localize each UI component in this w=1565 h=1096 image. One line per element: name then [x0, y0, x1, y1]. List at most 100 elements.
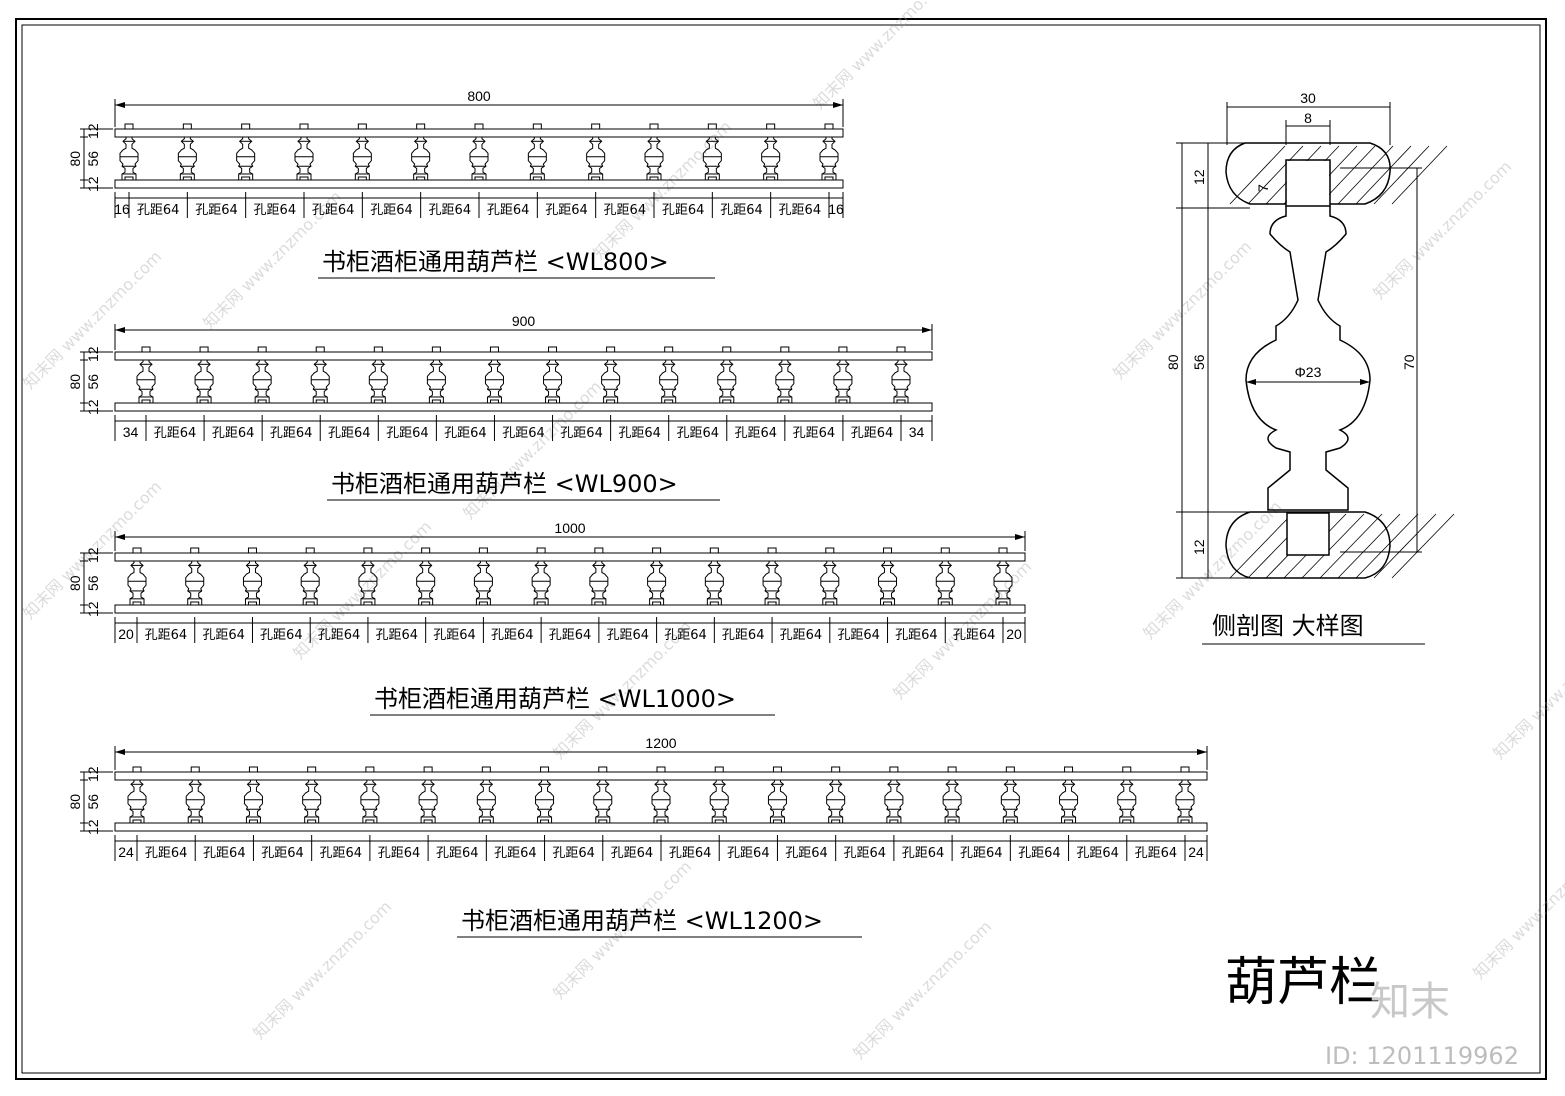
peg — [315, 346, 325, 353]
peg — [940, 601, 950, 606]
width-inner-label: 8 — [1304, 110, 1312, 126]
baluster-outline — [358, 560, 378, 606]
baluster — [426, 359, 446, 404]
baluster-outline — [416, 560, 436, 606]
baluster — [127, 560, 147, 606]
baluster-outline — [820, 560, 840, 606]
hole-spacing-label: 孔距64 — [1076, 846, 1119, 861]
peg — [1180, 766, 1190, 773]
baluster-outline — [136, 359, 156, 404]
baluster — [358, 560, 378, 606]
peg — [257, 346, 267, 353]
peg — [896, 399, 906, 404]
dimension-arrow — [115, 534, 125, 540]
peg — [190, 766, 200, 773]
peg — [649, 123, 659, 130]
baluster — [833, 359, 853, 404]
bottom-peg-hole — [1286, 512, 1330, 556]
detail-shaft-height-label: 56 — [1191, 354, 1207, 370]
peg — [481, 766, 491, 773]
baluster-outline — [589, 560, 609, 606]
hole-spacing-label: 孔距64 — [378, 846, 421, 861]
hole-spacing-label: 孔距64 — [895, 628, 938, 643]
peg — [548, 346, 558, 353]
peg — [707, 123, 717, 130]
baluster-outline — [426, 359, 446, 404]
peg — [709, 601, 719, 606]
peg — [772, 819, 782, 824]
dimension-arrow — [115, 327, 125, 333]
baluster-outline — [360, 779, 380, 824]
peg — [883, 601, 893, 606]
baluster — [942, 779, 962, 824]
hole-spacing-label: 孔距64 — [722, 628, 765, 643]
baluster — [194, 359, 214, 404]
baluster — [543, 359, 563, 404]
hatch-line — [1319, 145, 1376, 205]
peg — [714, 766, 724, 773]
baluster-outline — [535, 779, 555, 824]
outer-frame — [15, 18, 1547, 1080]
panel-caption: 书柜酒柜通用葫芦栏 <WL900> — [331, 470, 678, 498]
hatch-line — [1373, 145, 1430, 205]
peg — [299, 176, 309, 181]
peg — [1005, 766, 1015, 773]
peg — [132, 766, 142, 773]
baluster-outline — [884, 779, 904, 824]
peg — [248, 819, 258, 824]
overall-height-label: 80 — [67, 374, 83, 390]
end-offset-label: 20 — [118, 626, 134, 642]
baluster — [775, 359, 795, 404]
hatch-line — [1337, 145, 1394, 205]
overall-height-label: 80 — [67, 575, 83, 591]
hatch-line — [1247, 145, 1304, 205]
peg — [241, 123, 251, 130]
peg — [141, 346, 151, 353]
panel-caption: 书柜酒柜通用葫芦栏 <WL1000> — [374, 685, 736, 713]
peg — [947, 819, 957, 824]
peg — [540, 766, 550, 773]
peg — [766, 123, 776, 130]
hole-spacing-label: 孔距64 — [560, 426, 603, 441]
peg — [772, 766, 782, 773]
peg — [652, 547, 662, 554]
peg — [182, 123, 192, 130]
peg — [132, 601, 142, 606]
baluster — [891, 359, 911, 404]
peg — [825, 601, 835, 606]
baluster-outline — [702, 136, 722, 181]
hole-spacing-label: 孔距64 — [195, 203, 238, 218]
shaft-height-label: 56 — [85, 374, 101, 390]
detail-small-dim-label: 7 — [1255, 184, 1271, 192]
peg — [707, 176, 717, 181]
peg — [363, 601, 373, 606]
baluster — [702, 136, 722, 181]
baluster — [709, 779, 729, 824]
peg — [365, 766, 375, 773]
hole-spacing-label: 孔距64 — [676, 426, 719, 441]
bottom-rail-height-label: 12 — [85, 176, 101, 192]
peg — [591, 123, 601, 130]
total-dimension-label: 1000 — [554, 520, 585, 536]
hole-spacing-label: 孔距64 — [433, 628, 476, 643]
watermark-logo: 知末 — [1370, 979, 1450, 1025]
peg — [722, 346, 732, 353]
dimension-arrow — [1015, 534, 1025, 540]
bulb-diameter-label: Φ23 — [1295, 364, 1322, 380]
top-rail-height-label: 12 — [85, 766, 101, 782]
baluster-profile — [1245, 206, 1371, 511]
peg — [889, 819, 899, 824]
peg — [247, 547, 257, 554]
peg — [594, 547, 604, 554]
baluster — [531, 560, 551, 606]
hole-mask — [1287, 161, 1329, 205]
hole-spacing-label: 孔距64 — [785, 846, 828, 861]
baluster — [469, 136, 489, 181]
baluster-outline — [127, 560, 147, 606]
hatch-line — [1319, 513, 1383, 579]
peg — [307, 766, 317, 773]
end-offset-label: 24 — [1188, 844, 1204, 860]
baluster-outline — [252, 359, 272, 404]
baluster — [589, 560, 609, 606]
hatch-line — [1391, 513, 1455, 579]
